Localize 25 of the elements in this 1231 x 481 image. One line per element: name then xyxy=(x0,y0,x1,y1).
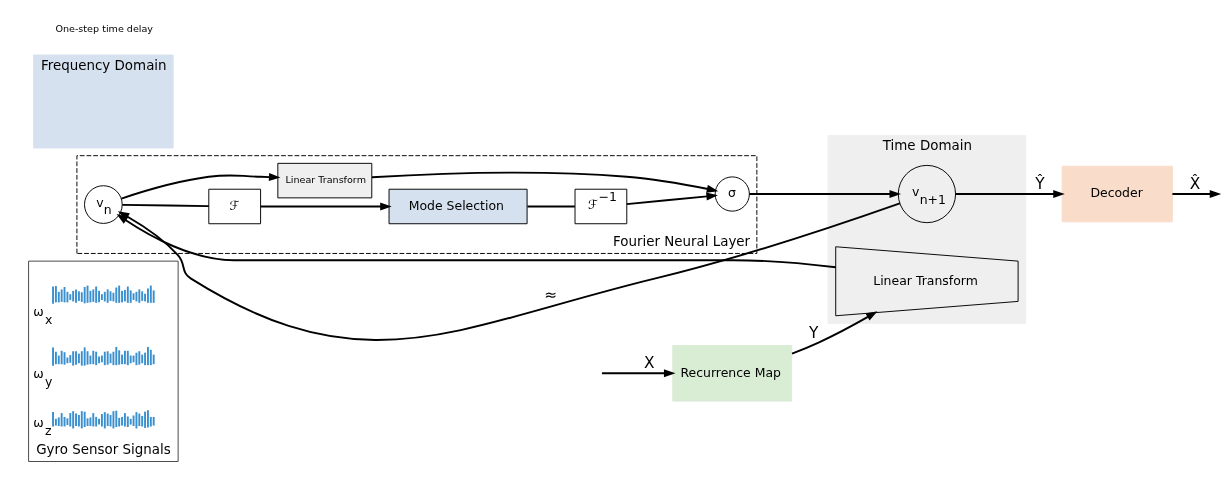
arrow xyxy=(259,201,392,211)
arrow xyxy=(748,189,902,198)
node-circle: σ xyxy=(714,175,750,212)
connector xyxy=(526,205,576,207)
node-box: Mode Selection xyxy=(388,188,528,224)
arrow xyxy=(371,171,719,193)
edge-label: ≈ xyxy=(544,285,558,304)
node-box: Recurrence Map xyxy=(672,344,793,402)
connector xyxy=(121,203,210,207)
edge-label: X̂ xyxy=(1189,174,1201,193)
node-box: Decoder xyxy=(1061,165,1173,222)
arrow xyxy=(120,172,281,199)
edge-label: Y xyxy=(808,323,819,342)
edge-label: X xyxy=(644,353,655,372)
edge-label: Ŷ xyxy=(1035,174,1045,193)
label: One-step time delay xyxy=(55,22,153,34)
arrow xyxy=(1171,189,1222,198)
arrow xyxy=(601,368,676,377)
node-box: Linear Transform xyxy=(835,245,1019,316)
arrow xyxy=(791,310,878,355)
arrow xyxy=(954,189,1065,198)
arrow xyxy=(625,191,718,205)
node-box: Frequency Domain xyxy=(33,54,174,148)
node-box: ℱ xyxy=(208,188,262,224)
node-box: Linear Transform xyxy=(277,162,373,198)
